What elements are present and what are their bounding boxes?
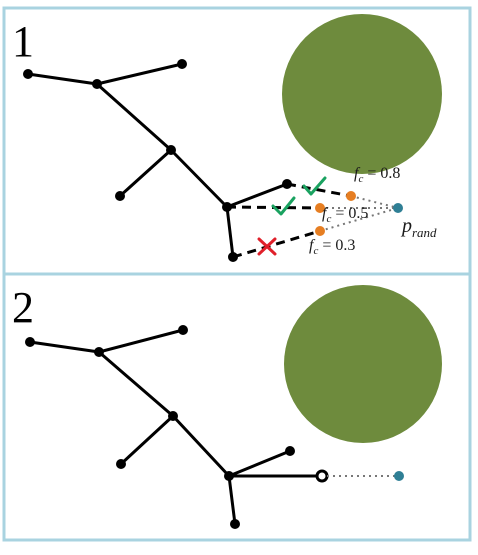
fc-symbol: f	[322, 205, 329, 222]
obstacle	[282, 14, 442, 174]
tree-nodes	[23, 59, 292, 262]
tree-edge	[28, 340, 101, 354]
random-sample-point	[393, 203, 403, 213]
fc-subscript: c	[358, 173, 363, 185]
fc-value: = 0.3	[318, 237, 355, 254]
tree-edge	[171, 414, 231, 478]
tree-node	[166, 145, 176, 155]
check-mark-icon	[302, 176, 327, 196]
fc-symbol: f	[309, 237, 316, 254]
tree-node	[92, 79, 102, 89]
candidate-points	[315, 191, 356, 236]
tree-node	[178, 325, 188, 335]
tree-edge	[95, 62, 184, 86]
tree-edge	[225, 205, 235, 259]
tree-node	[285, 446, 295, 456]
tree-edge	[97, 350, 175, 418]
tree-edge	[225, 182, 289, 209]
check-mark-icon	[271, 196, 296, 216]
tree-node	[94, 347, 104, 357]
tree-edge	[227, 449, 292, 478]
panel-2-number: 2	[12, 283, 34, 332]
obstacle	[284, 285, 442, 443]
tree-edge	[95, 82, 173, 152]
candidate-point-top	[346, 191, 356, 201]
candidate-edge-bot	[232, 229, 321, 259]
tree-edge	[227, 474, 237, 526]
fc-label-bot: fc = 0.3	[309, 237, 355, 257]
tree-node	[23, 69, 33, 79]
fc-value: = 0.5	[331, 205, 368, 222]
fc-symbol: f	[354, 165, 361, 182]
tree-edge	[118, 148, 173, 198]
tree-edges	[26, 62, 289, 259]
tree-node	[224, 471, 234, 481]
fc-value: = 0.8	[363, 165, 400, 182]
prand-subscript: rand	[412, 225, 437, 240]
prand-label: prand	[400, 215, 437, 240]
panel-1-number: 1	[12, 17, 34, 66]
random-sample-point	[394, 471, 404, 481]
candidate-edge-top	[286, 182, 352, 198]
tree-edges	[28, 328, 324, 526]
tree-node	[25, 337, 35, 347]
tree-node	[116, 459, 126, 469]
tree-edge	[169, 148, 229, 209]
fc-label-top: fc = 0.8	[354, 165, 400, 185]
fc-subscript: c	[326, 213, 331, 225]
tree-node	[177, 59, 187, 69]
cross-mark-icon	[257, 237, 277, 256]
steer-lines	[319, 195, 399, 232]
panel-2: 2	[2, 272, 472, 542]
tree-node	[230, 519, 240, 529]
steer-line-top	[350, 195, 399, 209]
tree-edge	[26, 72, 99, 86]
candidate-point-bot	[315, 226, 325, 236]
candidate-point-mid	[315, 203, 325, 213]
tree-edge	[119, 414, 175, 466]
panel-1: 1	[2, 6, 472, 276]
fc-label-mid: fc = 0.5	[322, 205, 368, 225]
tree-edge	[97, 328, 185, 354]
panel-2-border	[2, 272, 472, 542]
fc-subscript: c	[313, 245, 318, 257]
new-node	[315, 469, 329, 483]
prand-symbol: p	[400, 215, 412, 237]
tree-nodes	[25, 325, 295, 529]
steer-line-bot	[319, 207, 399, 232]
tree-node	[168, 411, 178, 421]
tree-node	[115, 191, 125, 201]
